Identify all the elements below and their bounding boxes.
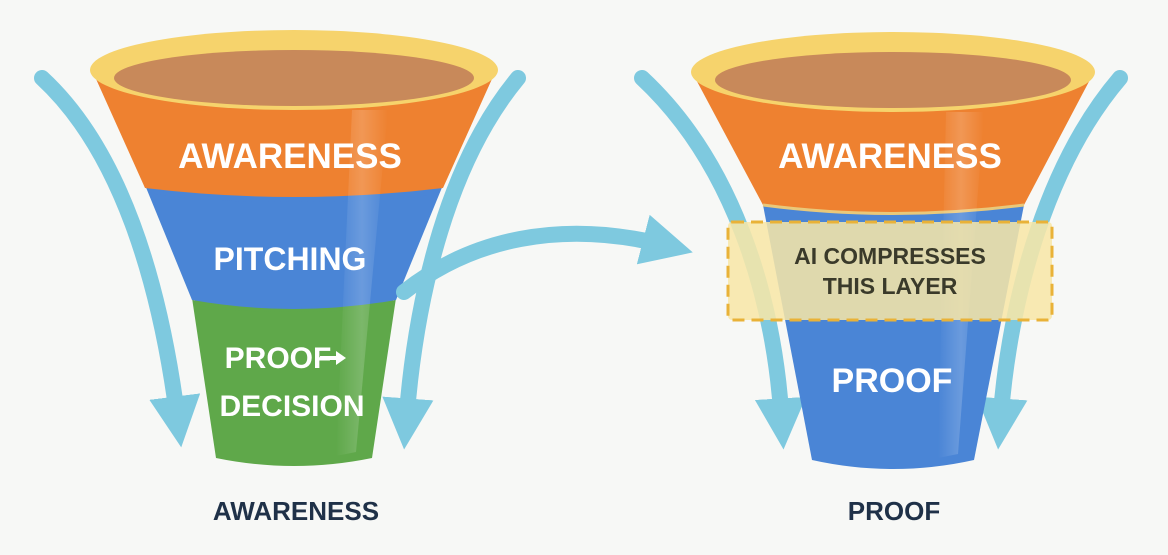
right-funnel-opening [715,52,1071,108]
compressed-layer-highlight [726,220,1054,322]
transition-arrow [396,214,693,300]
left-funnel-opening [114,50,474,106]
left-funnel-caption: AWARENESS [213,496,379,526]
left-funnel-label-awareness: AWARENESS [178,137,402,176]
left-funnel-left-flow-arrow [34,70,201,448]
right-funnel-label-proof: PROOF [832,362,953,400]
left-funnel: AWARENESS PITCHING PROOF DECISION AWAREN… [34,30,526,526]
left-funnel-label-proof-line1: PROOF [225,342,332,375]
right-funnel-caption: PROOF [848,496,940,526]
left-funnel-label-pitching: PITCHING [214,241,367,277]
left-funnel-right-flow-arrow [382,70,526,450]
right-funnel-label-awareness: AWARENESS [778,137,1002,176]
right-funnel: AI COMPRESSES THIS LAYER AWARENESS PROOF… [634,32,1128,526]
compressed-layer-label-line1: AI COMPRESSES [794,243,986,269]
proof-to-decision-arrow-icon [320,351,346,365]
left-funnel-label-proof-line2: DECISION [219,390,364,423]
compressed-layer-label-line2: THIS LAYER [823,273,958,299]
right-funnel-band-awareness [692,72,1094,214]
